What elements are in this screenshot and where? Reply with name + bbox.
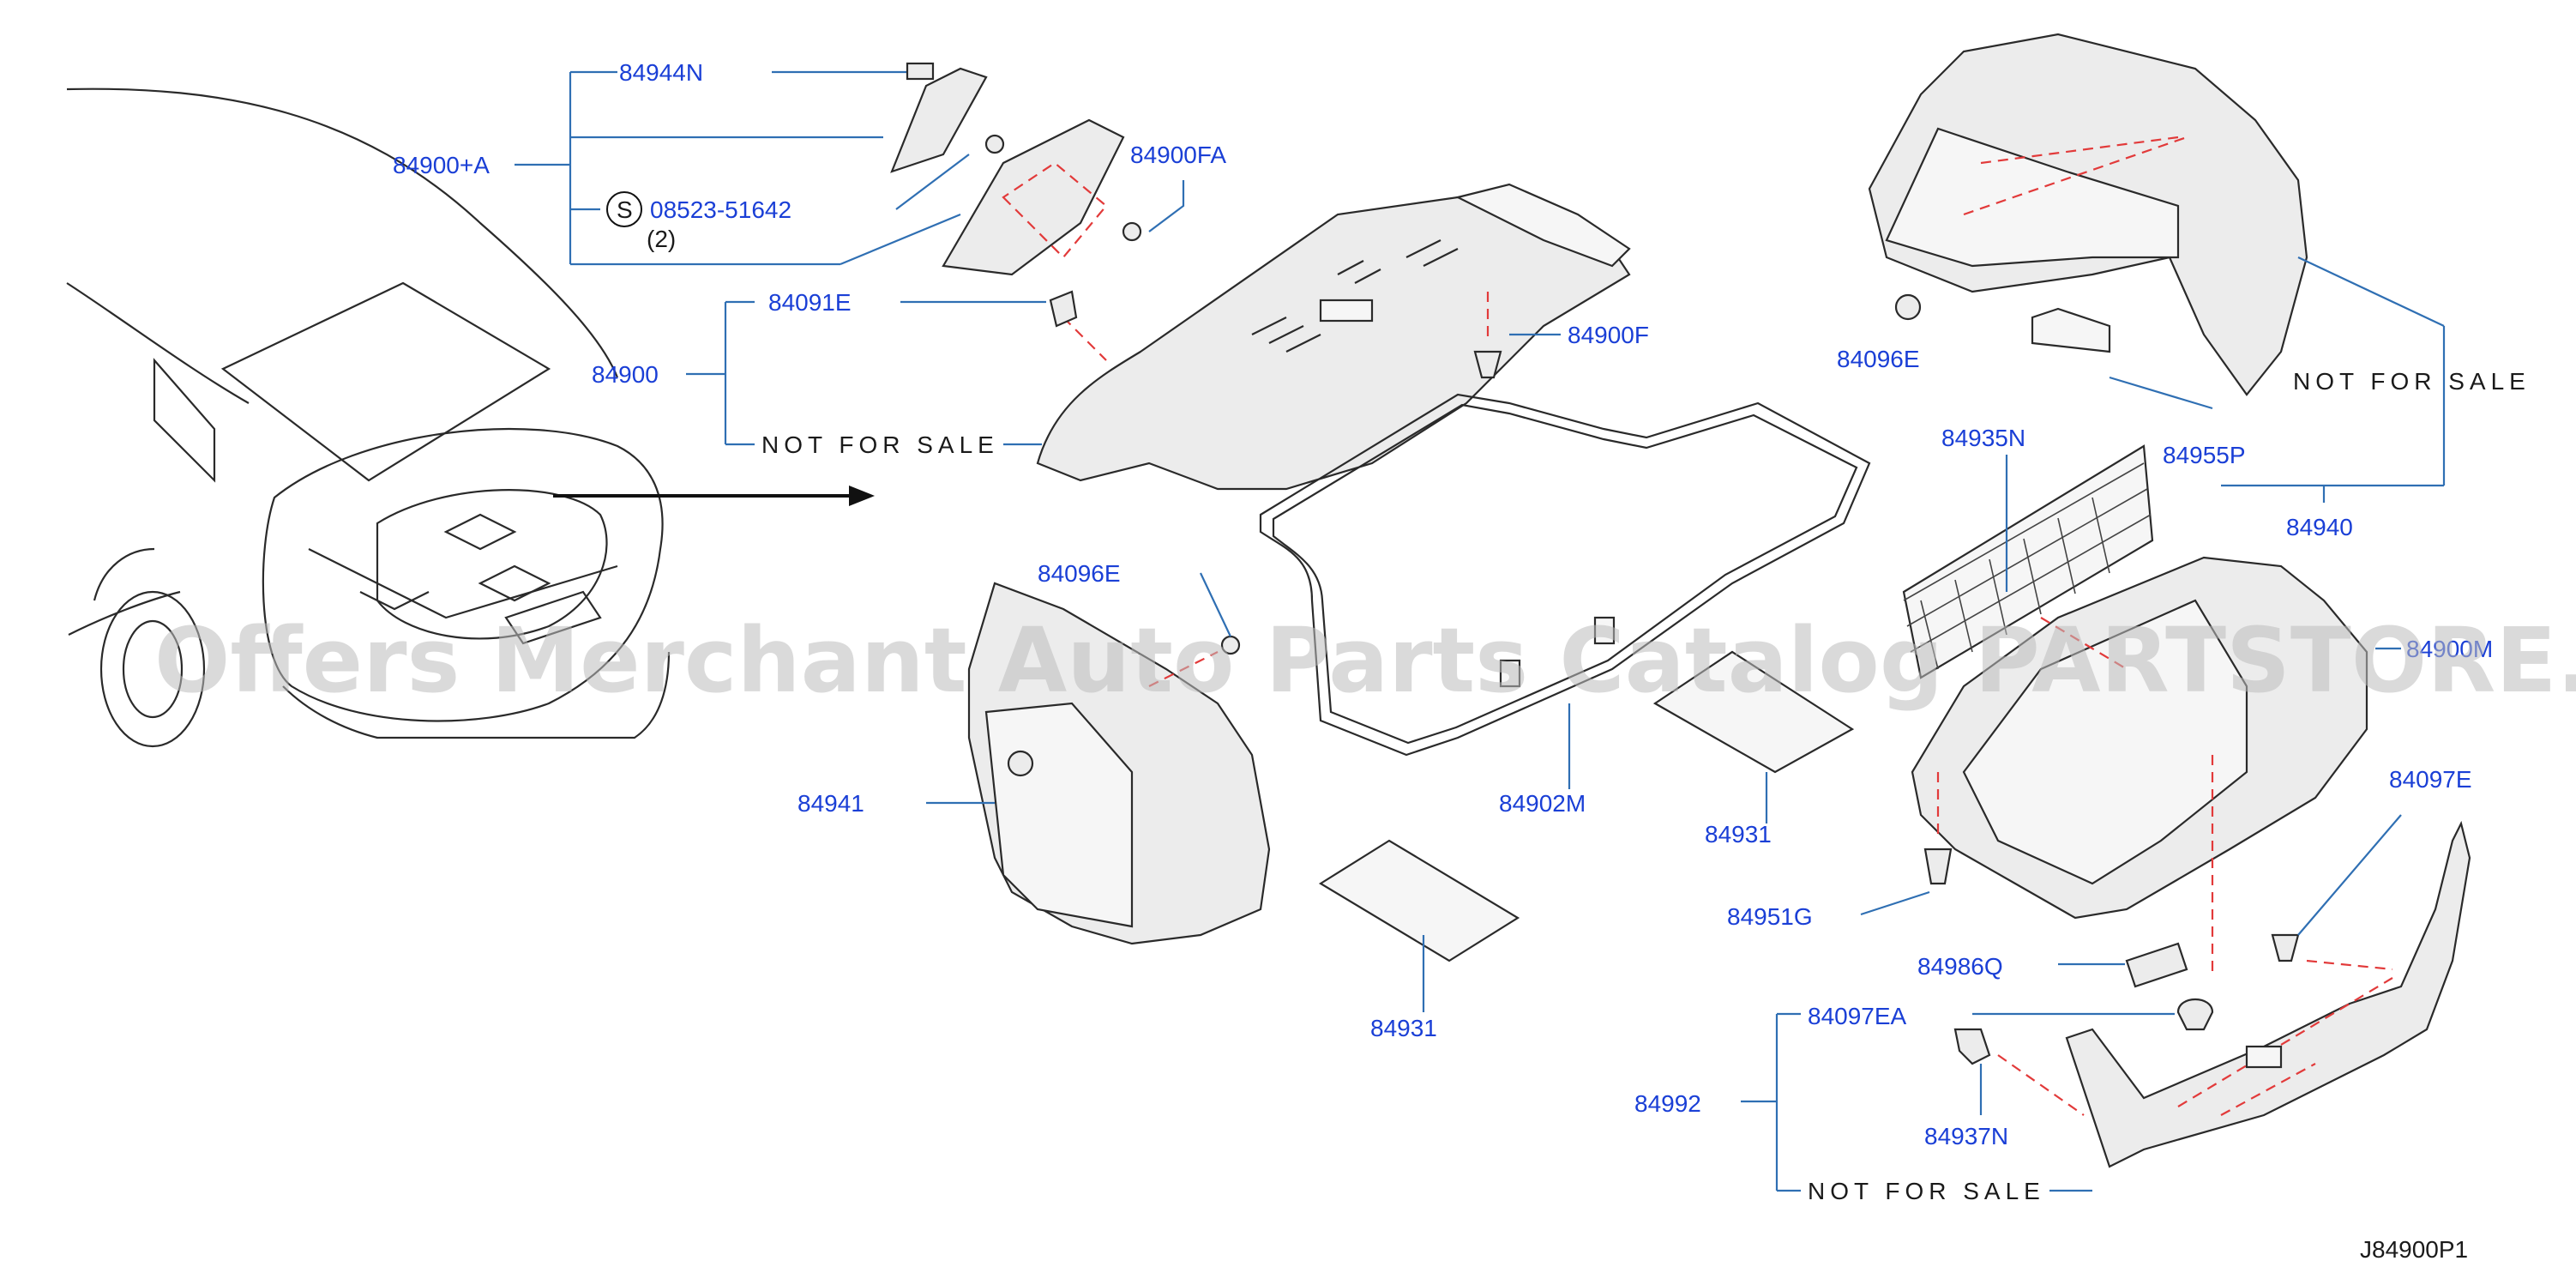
label-84941[interactable]: 84941 bbox=[797, 790, 864, 817]
label-84955P[interactable]: 84955P bbox=[2163, 442, 2246, 468]
label-84931-center[interactable]: 84931 bbox=[1705, 821, 1772, 848]
clip-84097E bbox=[2271, 814, 2402, 971]
label-84937N[interactable]: 84937N bbox=[1924, 1123, 2008, 1149]
label-84900M[interactable]: 84900M bbox=[2406, 636, 2493, 662]
label-84096E-left[interactable]: 84096E bbox=[1038, 560, 1121, 587]
part-84935N-cargo-net bbox=[1902, 444, 2154, 679]
clip-84097EA bbox=[1972, 998, 2214, 1031]
label-84096E-right[interactable]: 84096E bbox=[1837, 346, 1920, 372]
label-84097E[interactable]: 84097E bbox=[2389, 766, 2472, 793]
label-84900A[interactable]: 84900+A bbox=[393, 152, 490, 178]
vehicle-illustration bbox=[66, 87, 875, 748]
part-84900M-floor-trim bbox=[1911, 556, 2401, 978]
label-84900[interactable]: 84900 bbox=[592, 361, 659, 388]
part-84944N-cover bbox=[890, 62, 1005, 173]
label-84940[interactable]: 84940 bbox=[2286, 514, 2353, 540]
label-not-for-sale-3: NOT FOR SALE bbox=[1808, 1178, 2045, 1204]
label-84900FA[interactable]: 84900FA bbox=[1130, 142, 1226, 168]
part-84900-board-bracket bbox=[942, 118, 1185, 276]
clip-84091E bbox=[900, 290, 1078, 328]
part-84992-rear-plate bbox=[1741, 820, 2471, 1192]
watermark: Offers Merchant Auto Parts Catalog PARTS… bbox=[154, 608, 2576, 713]
clip-84900F bbox=[1473, 333, 1561, 379]
label-08523-51642[interactable]: 08523-51642 bbox=[650, 196, 791, 223]
leaders-84900 bbox=[686, 300, 1042, 446]
part-84900-rear-parcel-shelf bbox=[1036, 183, 1631, 491]
part-84902M-trunk-mat bbox=[1259, 393, 1871, 789]
part-84940-side-trim bbox=[1868, 33, 2446, 503]
label-84900F[interactable]: 84900F bbox=[1568, 322, 1649, 348]
clip-84937N bbox=[1953, 1028, 2085, 1116]
leaders-group-84900A bbox=[515, 70, 970, 266]
label-84935N[interactable]: 84935N bbox=[1941, 425, 2025, 451]
part-84941-side-trim bbox=[926, 572, 1271, 945]
label-84944N[interactable]: 84944N bbox=[619, 59, 703, 86]
label-not-for-sale-2: NOT FOR SALE bbox=[2293, 368, 2531, 395]
part-84986Q bbox=[2058, 942, 2188, 988]
label-84986Q[interactable]: 84986Q bbox=[1917, 953, 2003, 980]
label-84992[interactable]: 84992 bbox=[1634, 1090, 1701, 1117]
label-84931-bottom[interactable]: 84931 bbox=[1370, 1015, 1437, 1041]
part-84931-mat-bottom bbox=[1318, 839, 1520, 1012]
part-84931-mat-center bbox=[1652, 650, 1855, 824]
clip-84951G bbox=[1860, 848, 1953, 916]
label-84902M[interactable]: 84902M bbox=[1499, 790, 1586, 817]
label-quantity: (2) bbox=[647, 226, 676, 252]
diagram-id: J84900P1 bbox=[2360, 1236, 2468, 1263]
label-84951G[interactable]: 84951G bbox=[1727, 903, 1813, 930]
label-84097EA[interactable]: 84097EA bbox=[1808, 1003, 1907, 1029]
label-84091E[interactable]: 84091E bbox=[768, 289, 852, 316]
label-not-for-sale-1: NOT FOR SALE bbox=[761, 431, 999, 458]
label-s-symbol: S bbox=[617, 196, 633, 223]
